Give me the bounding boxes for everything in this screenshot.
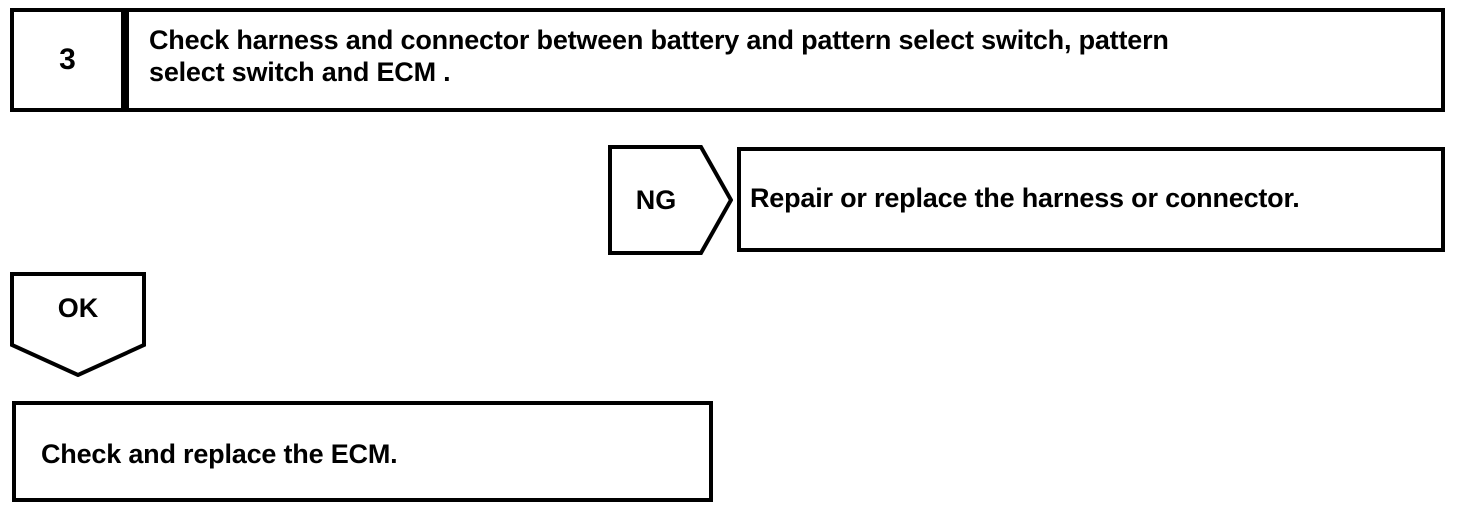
step-instruction-text: Check harness and connector between batt… [149,25,1169,87]
ng-result-text: Repair or replace the harness or connect… [750,183,1300,213]
ok-result-text: Check and replace the ECM. [41,439,398,469]
ng-result-box: Repair or replace the harness or connect… [737,147,1445,252]
ng-arrow-shape: NG [608,145,733,255]
ng-branch: NG Repair or replace the harness or conn… [608,145,1445,255]
ok-branch-label: OK [57,292,99,323]
step-instruction-box: Check harness and connector between batt… [125,8,1445,112]
ng-branch-label: NG [635,184,677,215]
ok-arrow-shape: OK [10,272,146,377]
step-row: 3 Check harness and connector between ba… [10,8,1445,112]
ok-result-box: Check and replace the ECM. [12,401,713,502]
step-number-cell: 3 [10,8,125,112]
step-number-label: 3 [59,43,76,76]
